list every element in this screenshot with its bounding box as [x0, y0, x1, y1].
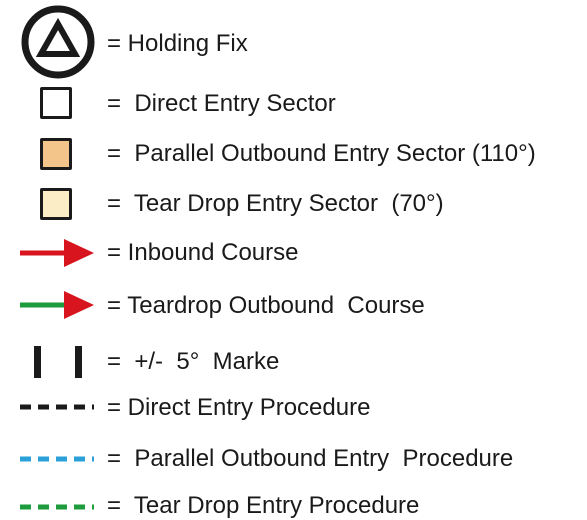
legend-label-parallel-outbound-entry-sector: = Parallel Outbound Entry Sector (110°) [107, 140, 536, 167]
parallel-outbound-entry-procedure-dashed-line [20, 456, 94, 462]
legend-row-direct-entry-procedure: = Direct Entry Procedure [0, 392, 587, 428]
legend-label-marker: = +/- 5° Marke [107, 348, 280, 375]
legend-label-parallel-outbound-entry-procedure: = Parallel Outbound Entry Procedure [107, 445, 514, 472]
legend-row-parallel-outbound-entry-sector: = Parallel Outbound Entry Sector (110°) [0, 133, 587, 173]
marker-ticks-icon [34, 346, 82, 378]
holding-fix-icon [21, 5, 95, 79]
teardrop-outbound-course-arrow-icon [20, 291, 94, 319]
legend-label-teardrop-outbound-course: = Teardrop Outbound Course [107, 292, 425, 319]
legend-label-holding-fix: = Holding Fix [107, 30, 248, 57]
inbound-course-arrow-icon [20, 239, 94, 267]
direct-entry-sector-swatch [40, 87, 72, 119]
tear-drop-entry-sector-swatch [40, 188, 72, 220]
legend-row-teardrop-outbound-course: = Teardrop Outbound Course [0, 285, 587, 325]
legend-label-inbound-course: = Inbound Course [107, 239, 299, 266]
legend-label-tear-drop-entry-procedure: = Tear Drop Entry Procedure [107, 492, 420, 519]
legend-label-direct-entry-procedure: = Direct Entry Procedure [107, 394, 371, 421]
tear-drop-entry-procedure-dashed-line [20, 504, 94, 510]
legend-row-parallel-outbound-entry-procedure: = Parallel Outbound Entry Procedure [0, 443, 587, 479]
legend-label-direct-entry-sector: = Direct Entry Sector [107, 90, 336, 117]
legend-row-holding-fix: = Holding Fix [0, 0, 587, 80]
legend-row-inbound-course: = Inbound Course [0, 234, 587, 274]
legend-row-tear-drop-entry-sector: = Tear Drop Entry Sector (70°) [0, 183, 587, 223]
legend-row-tear-drop-entry-procedure: = Tear Drop Entry Procedure [0, 490, 587, 519]
legend-label-tear-drop-entry-sector: = Tear Drop Entry Sector (70°) [107, 190, 444, 217]
legend-row-marker: = +/- 5° Marke [0, 340, 587, 384]
parallel-outbound-entry-sector-swatch [40, 138, 72, 170]
legend-row-direct-entry-sector: = Direct Entry Sector [0, 82, 587, 122]
direct-entry-procedure-dashed-line [20, 404, 94, 410]
